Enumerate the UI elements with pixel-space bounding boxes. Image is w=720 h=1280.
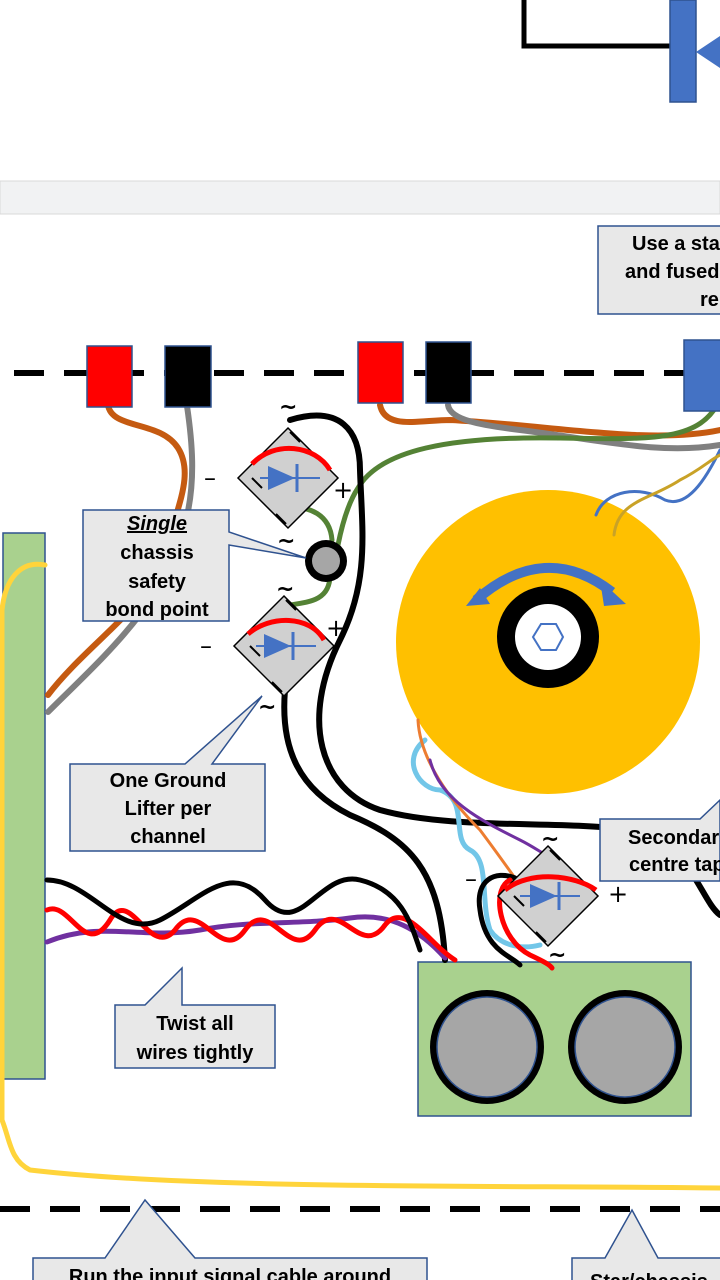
diode-bridge-icon: – + ~ ~ bbox=[465, 827, 628, 968]
callout-top-right: Use a sta and fused re bbox=[597, 225, 720, 315]
callout-secondary-line1: Secondar bbox=[628, 827, 719, 849]
bridge2-ac-top: ~ bbox=[276, 577, 294, 602]
callout-twist-line2: wires tightly bbox=[136, 1042, 255, 1064]
callout-bottom-right: Star/chassis bbox=[571, 1208, 720, 1280]
bridge2-ac-bottom: ~ bbox=[258, 695, 276, 720]
terminal-black-right bbox=[425, 341, 472, 404]
bridge1-ac-top: ~ bbox=[279, 395, 297, 420]
callout-topright-line3: re bbox=[700, 289, 719, 311]
toroidal-transformer-icon bbox=[396, 490, 700, 794]
callout-topright-line1: Use a sta bbox=[632, 233, 720, 255]
bridge3-ac-top: ~ bbox=[541, 827, 559, 852]
callout-bottomright-line1: Star/chassis bbox=[590, 1271, 708, 1280]
output-board bbox=[417, 961, 692, 1117]
bridge3-ac-bottom: ~ bbox=[548, 943, 566, 968]
bridge2-plus: + bbox=[326, 614, 346, 642]
bridge2-minus: – bbox=[200, 632, 212, 660]
callout-bottom-left: Run the input signal cable around bbox=[32, 1198, 428, 1280]
callout-ground-line2: Lifter per bbox=[125, 798, 212, 820]
callout-bottomleft-line1: Run the input signal cable around bbox=[69, 1266, 391, 1280]
bridge1-minus: – bbox=[204, 464, 216, 492]
callout-twist: Twist all wires tightly bbox=[114, 966, 276, 1069]
terminal-blue-right bbox=[683, 339, 720, 412]
diode-bridge-icon: – + ~ ~ bbox=[204, 395, 353, 554]
bridge1-plus: + bbox=[333, 476, 353, 504]
input-board bbox=[2, 532, 46, 1080]
diode-bridge-icon: – + ~ ~ bbox=[200, 577, 346, 720]
bridge3-minus: – bbox=[465, 865, 477, 893]
callout-topright-line2: and fused bbox=[625, 261, 719, 283]
hex-nut-icon bbox=[531, 623, 565, 651]
callout-single-line4: bond point bbox=[105, 599, 209, 621]
callout-single-emphasis: Single bbox=[127, 513, 187, 535]
bridge1-ac-bottom: ~ bbox=[277, 529, 295, 554]
terminal-red-right bbox=[357, 341, 404, 404]
callout-ground-lifter: One Ground Lifter per channel bbox=[69, 695, 266, 852]
callout-ground-line3: channel bbox=[130, 826, 206, 848]
callout-single-line3: safety bbox=[128, 571, 187, 593]
callout-single-line2: chassis bbox=[120, 542, 193, 564]
terminal-red-left bbox=[86, 345, 133, 408]
page-gap-band bbox=[0, 180, 720, 215]
terminals bbox=[86, 339, 720, 412]
callout-single-bond: Single chassis safety bond point bbox=[82, 509, 307, 622]
callout-ground-line1: One Ground bbox=[110, 770, 227, 792]
chassis-bond-icon bbox=[305, 540, 347, 582]
terminal-black-left bbox=[164, 345, 212, 408]
callout-secondary-line2: centre tap bbox=[629, 854, 720, 876]
curved-arrow-icon bbox=[472, 562, 616, 604]
bridge3-plus: + bbox=[608, 880, 628, 908]
top-schematic-fragment bbox=[521, 0, 720, 103]
callout-twist-line1: Twist all bbox=[156, 1013, 233, 1035]
callout-secondary: Secondar centre tap bbox=[599, 798, 720, 882]
